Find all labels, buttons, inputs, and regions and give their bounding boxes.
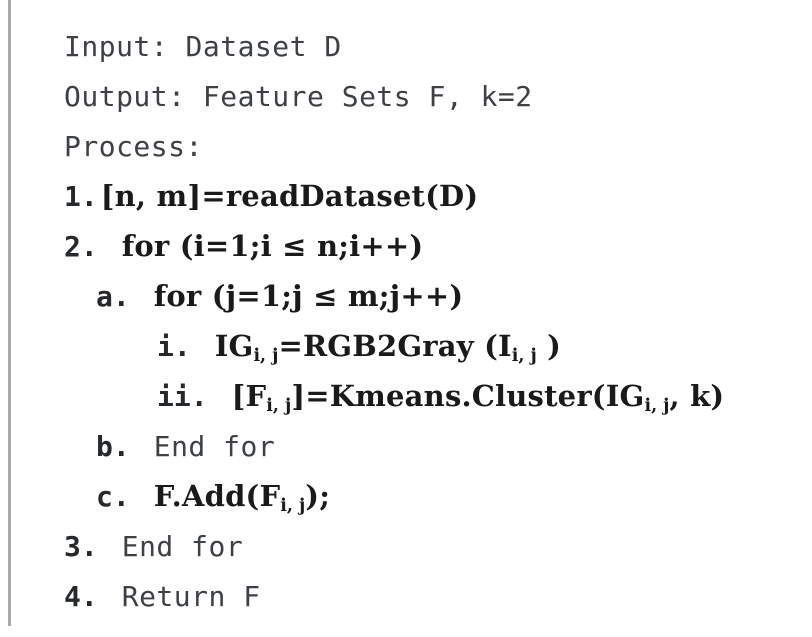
output-line-text: Output: Feature Sets F, k=2 [64,79,533,113]
line-marker: 4. [64,579,98,613]
algo-line-step2a-i: i. IGi, j=RGB2Gray (Ii, j ) [64,321,804,371]
line-marker: 2. [64,229,98,263]
algo-line-process: Process: [64,121,804,171]
algo-line-step2a: a. for (j=1;j ≤ m;j++) [64,271,804,321]
math-text: for (i=1;i ≤ n;i++) [121,229,424,263]
process-line-text: Process: [64,129,203,163]
input-line-text: Input: Dataset D [64,29,342,63]
line-marker: i. [157,329,191,363]
algo-line-step4: 4. Return F [64,571,804,621]
subscript: i, j [511,345,537,366]
end-for-text: End for [153,429,276,463]
math-text: =RGB2Gray (I [278,329,512,363]
algo-line-step1: 1. [n, m]=readDataset(D) [64,171,804,221]
subscript: i, j [253,345,279,366]
algo-line-step2: 2. for (i=1;i ≤ n;i++) [64,221,804,271]
math-expression: F.Add(Fi, j); [153,479,331,516]
math-text: F.Add(F [153,479,281,513]
algo-line-step2b: b. End for [64,421,804,471]
line-marker: b. [96,429,130,463]
end-for-text: End for [121,529,244,563]
math-text: for (j=1;j ≤ m;j++) [153,279,464,313]
math-text: [n, m]=readDataset(D) [100,179,479,213]
left-margin-rule [8,0,11,626]
line-marker: 3. [64,529,98,563]
math-expression: IGi, j=RGB2Gray (Ii, j ) [214,329,562,366]
algo-line-step3: 3. End for [64,521,804,571]
algorithm-block: Input: Dataset D Output: Feature Sets F,… [64,21,804,621]
subscript: i, j [266,395,292,416]
line-marker: c. [96,479,130,513]
line-marker: 1. [64,179,98,213]
math-text: ) [536,329,562,363]
line-marker: ii. [157,379,208,413]
algo-line-input: Input: Dataset D [64,21,804,71]
math-text: IG [214,329,254,363]
line-marker: a. [96,279,130,313]
math-expression: [Fi, j]=Kmeans.Cluster(IGi, j, k) [231,379,725,416]
math-text: , k) [669,379,725,413]
math-text: ); [305,479,331,513]
return-text: Return F [121,579,261,613]
subscript: i, j [644,395,670,416]
math-text: [F [231,379,267,413]
subscript: i, j [280,495,306,516]
math-text: ]=Kmeans.Cluster(IG [291,379,645,413]
algo-line-step2c: c. F.Add(Fi, j); [64,471,804,521]
algo-line-output: Output: Feature Sets F, k=2 [64,71,804,121]
algo-line-step2a-ii: ii. [Fi, j]=Kmeans.Cluster(IGi, j, k) [64,371,804,421]
